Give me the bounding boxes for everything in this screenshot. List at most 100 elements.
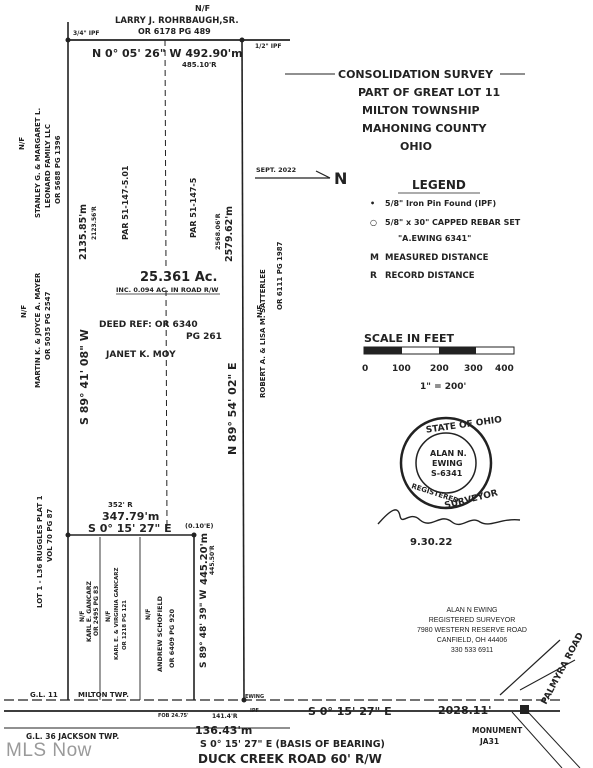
surveyor-name: ALAN N EWING <box>447 607 498 614</box>
ewing-label: EWING <box>245 694 264 700</box>
west-bearing: S 89° 41' 08" W <box>78 329 91 425</box>
scale-tick-100: 100 <box>392 364 411 374</box>
surveyor-city: CANFIELD, OH 44406 <box>437 637 508 644</box>
deed-ref-2: PG 261 <box>186 332 222 342</box>
boundary-lines <box>4 22 581 768</box>
scale-tick-200: 200 <box>430 364 449 374</box>
pin-found-label: IPF <box>250 708 259 714</box>
deed-owner: JANET K. MOY <box>105 350 176 360</box>
legend-text-3: "A.EWING 6341" <box>398 234 471 243</box>
svg-text:N/F: N/F <box>20 305 28 318</box>
mid-dim-record: 2568.06'R <box>214 213 222 250</box>
legend-sym-1: • <box>370 199 375 208</box>
monument-id: JA31 <box>479 737 499 746</box>
seal-name2: EWING <box>432 459 463 468</box>
gl11-label: G.L. 11 <box>30 691 58 699</box>
svg-text:STANLEY G. & MARGARET L.: STANLEY G. & MARGARET L. <box>34 108 42 218</box>
scale-title: SCALE IN FEET <box>364 332 455 345</box>
palmyra-road-upper: PALMYRA ROAD <box>540 631 586 706</box>
nw-pin-label: 3/4" IPF <box>73 30 99 37</box>
legend-sym-4: M <box>370 253 379 263</box>
north-owner-nf: N/F <box>195 4 210 13</box>
svg-text:KARL E. GANCARZ: KARL E. GANCARZ <box>86 580 93 642</box>
inner-measured: 347.79'm <box>102 510 159 523</box>
legend-text-5: RECORD DISTANCE <box>385 271 475 281</box>
bottom-record: 141.4'R <box>212 713 238 720</box>
ne-pin-label: 1/2" IPF <box>255 43 281 50</box>
bottom-distance: 2028.11' <box>438 704 491 717</box>
svg-text:OR 5035 PG 2547: OR 5035 PG 2547 <box>44 291 52 360</box>
mid-dim-measured: 2579.62'm <box>224 206 235 262</box>
gl36-label: G.L. 36 JACKSON TWP. <box>26 732 119 741</box>
legend-text-1: 5/8" Iron Pin Found (IPF) <box>385 199 496 208</box>
svg-text:ANDREW SCHOFIELD: ANDREW SCHOFIELD <box>156 595 164 672</box>
milton-label: MILTON TWP. <box>78 691 129 699</box>
bottom-bearing: S 0° 15' 27" E <box>308 705 392 718</box>
north-arrow-icon: N SEPT. 2022 <box>255 166 347 188</box>
north-owner-ref: OR 6178 PG 489 <box>138 27 211 36</box>
scale-tick-300: 300 <box>464 364 483 374</box>
watermark: MLS Now <box>6 740 92 761</box>
east-small-bearing: S 89° 48' 39" W <box>199 589 209 668</box>
title-line-5: OHIO <box>400 140 432 153</box>
legend-sym-5: R <box>370 271 377 281</box>
south-owner-3: N/F ANDREW SCHOFIELD OR 6409 PG 920 <box>145 595 176 672</box>
svg-text:KARL E. & VIRGINIA GANCARZ: KARL E. & VIRGINIA GANCARZ <box>114 568 120 660</box>
west-owner-1: N/F STANLEY G. & MARGARET L. LEONARD FAM… <box>18 108 62 218</box>
west-dim-record: 2123.56'R <box>91 206 98 240</box>
date-note: SEPT. 2022 <box>256 166 296 174</box>
inner-record: 352' R <box>108 501 133 509</box>
inner-bearing: S 0° 15' 27" E <box>88 522 172 535</box>
north-owner-name: LARRY J. ROHRBAUGH,SR. <box>115 16 239 26</box>
svg-text:LOT 1 - L36 RUGGLES PLAT 1: LOT 1 - L36 RUGGLES PLAT 1 <box>36 495 44 608</box>
corner-pins: 3/4" IPF 1/2" IPF <box>65 30 281 703</box>
svg-text:N/F: N/F <box>145 609 152 620</box>
bottom-distance-2: 136.43'm <box>195 724 252 737</box>
monument-label: MONUMENT <box>472 726 523 735</box>
title-line-3: MILTON TOWNSHIP <box>362 104 480 117</box>
svg-text:OR 6409 PG 920: OR 6409 PG 920 <box>168 608 176 668</box>
surveyor-seal-icon: STATE OF OHIO ALAN N. EWING S-6341 REGIS… <box>399 415 503 511</box>
svg-text:N/F: N/F <box>105 611 112 622</box>
scale-bar: SCALE IN FEET 0 100 200 300 400 1" = 200… <box>362 332 515 392</box>
legend-text-4: MEASURED DISTANCE <box>385 253 489 263</box>
acreage: 25.361 Ac. <box>140 270 217 285</box>
basis-of-bearing: S 0° 15' 27" E (BASIS OF BEARING) <box>200 739 385 750</box>
west-dim-measured: 2135.85'm <box>78 204 89 260</box>
svg-text:OR 2495 PG 83: OR 2495 PG 83 <box>93 586 100 636</box>
offset-label: FOB 24.75' <box>158 713 189 719</box>
top-bearing: N 0° 05' 26" W 492.90'm <box>92 47 243 60</box>
surveyor-title: REGISTERED SURVEYOR <box>429 617 516 624</box>
svg-text:N/F: N/F <box>79 611 86 622</box>
svg-text:OR 1218 PG 121: OR 1218 PG 121 <box>122 600 128 650</box>
south-owner-1: N/F KARL E. GANCARZ OR 2495 PG 83 <box>79 580 100 642</box>
signature-icon <box>377 509 521 526</box>
title-line-2: PART OF GREAT LOT 11 <box>358 86 500 99</box>
scale-tick-0: 0 <box>362 364 368 374</box>
sign-date: 9.30.22 <box>410 537 452 548</box>
scale-tick-400: 400 <box>495 364 514 374</box>
acreage-note: INC. 0.094 AC. IN ROAD R/W <box>116 286 218 294</box>
surveyor-info: ALAN N EWING REGISTERED SURVEYOR 7980 WE… <box>417 607 527 654</box>
surveyor-address: 7980 WESTERN RESERVE ROAD <box>417 627 527 634</box>
title-line-4: MAHONING COUNTY <box>362 122 487 135</box>
svg-text:N/F: N/F <box>256 305 264 318</box>
inner-flag: (0.10'E) <box>185 522 213 530</box>
east-small-record: 445.50'R <box>209 545 216 575</box>
north-letter: N <box>334 169 347 188</box>
svg-text:MARTIN K. & JOYCE A. MAYER: MARTIN K. & JOYCE A. MAYER <box>34 272 42 388</box>
svg-text:OR 5688 PG 1396: OR 5688 PG 1396 <box>54 135 62 204</box>
surveyor-phone: 330 533 6911 <box>451 647 493 654</box>
east-small-measured: 445.20'm <box>199 533 210 585</box>
seal-name: ALAN N. <box>430 449 467 458</box>
south-owner-2: N/F KARL E. & VIRGINIA GANCARZ OR 1218 P… <box>105 568 128 660</box>
legend-sym-2: ○ <box>370 218 377 227</box>
east-bearing: N 89° 54' 02" E <box>226 362 239 455</box>
seal-number: S-6341 <box>431 469 463 478</box>
deed-ref-1: DEED REF: OR 6340 <box>99 320 198 330</box>
svg-text:OR 6111 PG 1987: OR 6111 PG 1987 <box>276 241 284 310</box>
legend-text-2: 5/8" x 30" CAPPED REBAR SET <box>385 218 521 227</box>
title-block: CONSOLIDATION SURVEY PART OF GREAT LOT 1… <box>285 68 525 153</box>
svg-text:LEONARD FAMILY LLC: LEONARD FAMILY LLC <box>44 124 52 208</box>
